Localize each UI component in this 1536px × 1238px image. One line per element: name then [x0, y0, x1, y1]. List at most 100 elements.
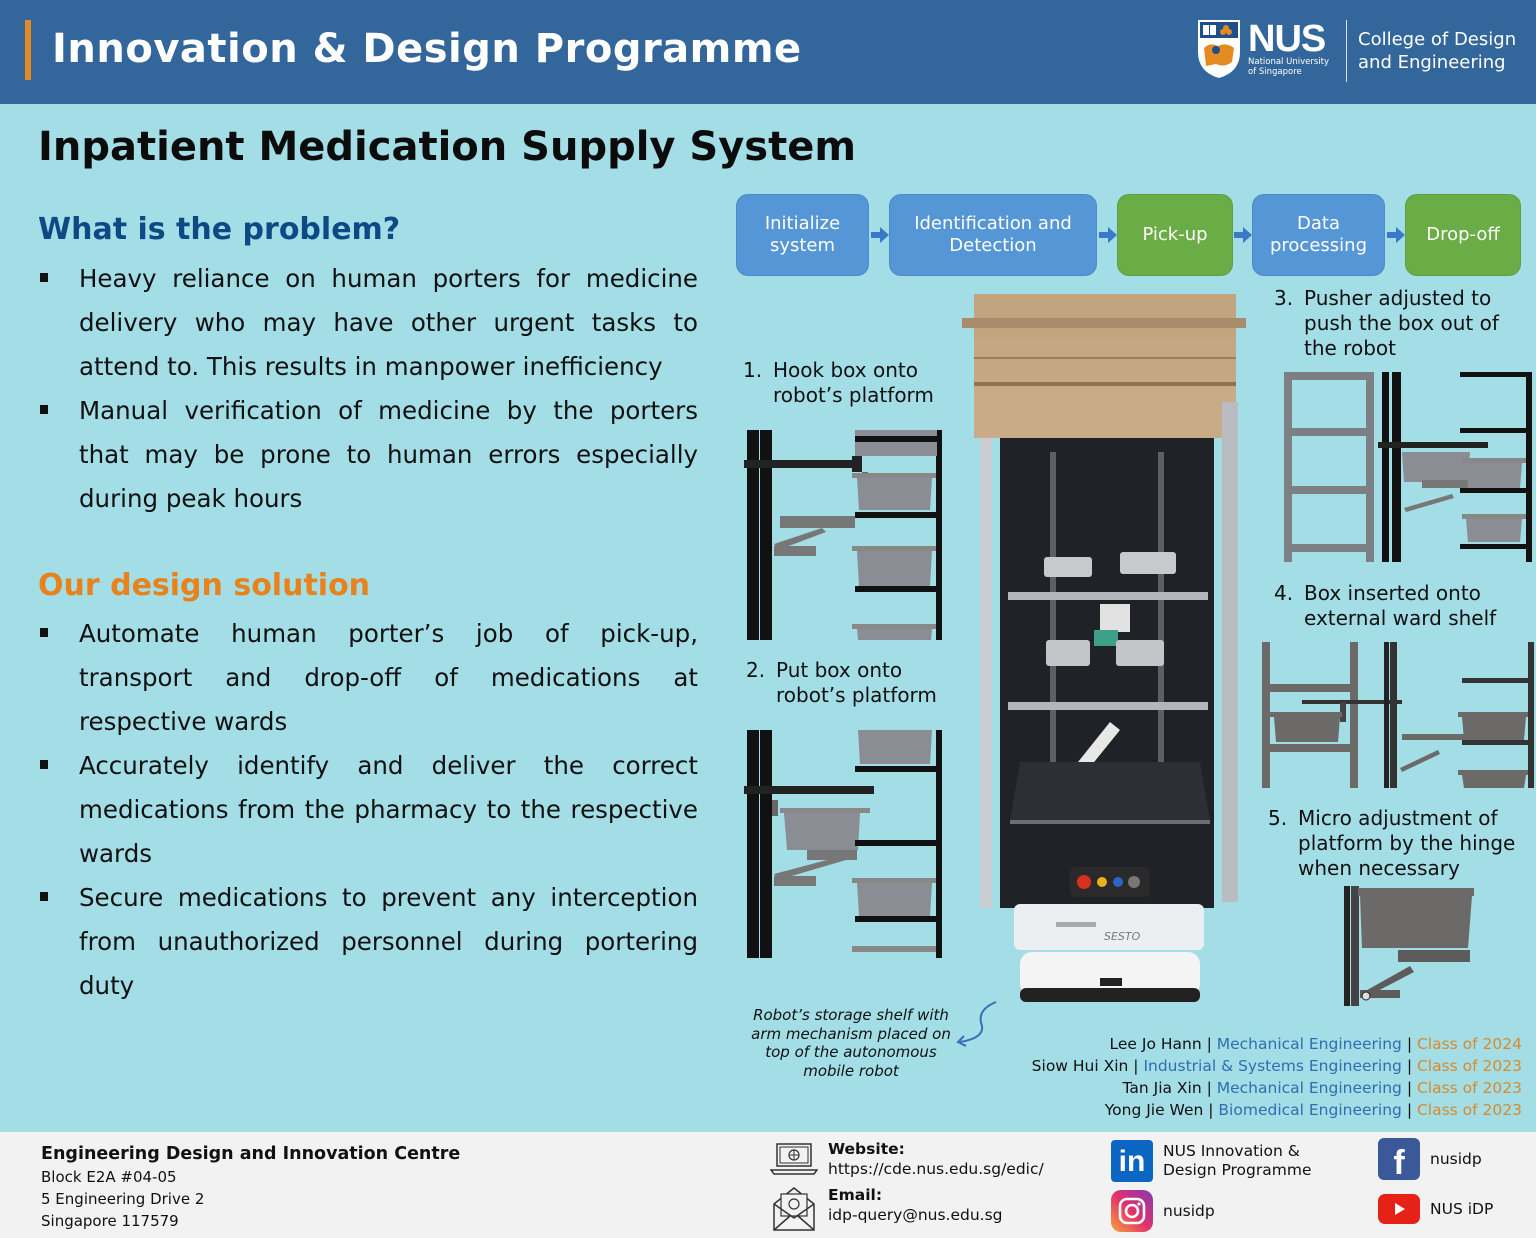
- step-5-caption: 5. Micro adjustment of platform by the hi…: [1268, 806, 1515, 881]
- facebook-link[interactable]: f nusidp: [1378, 1138, 1482, 1180]
- nus-abbr: NUS: [1248, 18, 1326, 60]
- step-text: when necessary: [1298, 856, 1460, 880]
- problem-heading: What is the problem?: [38, 212, 401, 247]
- step-text: robot’s platform: [776, 683, 937, 707]
- solution-bullet: Secure medications to prevent any interc…: [38, 876, 698, 1008]
- robot-caption: Robot’s storage shelf with arm mechanism…: [751, 1006, 951, 1080]
- youtube-icon: [1378, 1194, 1420, 1224]
- team-member: Yong Jie Wen | Biomedical Engineering | …: [1104, 1101, 1522, 1119]
- linkedin-link[interactable]: in NUS Innovation & Design Programme: [1111, 1140, 1311, 1182]
- step-1-caption: 1.Hook box onto robot’s platform: [743, 358, 934, 408]
- member-major: Mechanical Engineering: [1216, 1079, 1402, 1097]
- college-line-2: and Engineering: [1358, 52, 1506, 73]
- arrow-right-icon: [1099, 227, 1117, 243]
- flow-step-dropoff: Drop-off: [1405, 194, 1521, 276]
- step-text: Pusher adjusted to: [1304, 286, 1492, 310]
- email-contact: Email: idp-query@nus.edu.sg: [772, 1186, 1003, 1232]
- flow-step-label: Identification and: [914, 213, 1072, 234]
- address-line: Block E2A #04-05: [41, 1168, 177, 1186]
- member-major: Industrial & Systems Engineering: [1143, 1057, 1402, 1075]
- step-2-caption: 2.Put box onto robot’s platform: [746, 658, 937, 708]
- nus-logo: NUS National University of Singapore: [1196, 18, 1329, 80]
- member-name: Siow Hui Xin: [1031, 1057, 1129, 1075]
- team-member: Lee Jo Hann | Mechanical Engineering | C…: [1109, 1035, 1522, 1053]
- solution-heading: Our design solution: [38, 568, 371, 603]
- flow-step-label: processing: [1269, 235, 1367, 256]
- step-number: 1.: [743, 358, 763, 382]
- member-major: Biomedical Engineering: [1218, 1101, 1402, 1119]
- college-line-1: College of Design: [1358, 29, 1517, 50]
- email-label: Email:: [828, 1186, 883, 1204]
- flow-step-label: Initialize: [764, 213, 841, 234]
- team-list: Lee Jo Hann | Mechanical Engineering | C…: [1032, 1033, 1522, 1121]
- team-member: Siow Hui Xin | Industrial & Systems Engi…: [1031, 1057, 1522, 1075]
- instagram-label: nusidp: [1163, 1201, 1215, 1220]
- step-text: Micro adjustment of: [1298, 806, 1498, 830]
- step-text: external ward shelf: [1304, 606, 1497, 630]
- cad-drawing-step-5: [1344, 886, 1474, 1006]
- step-number: 4.: [1274, 581, 1294, 605]
- step-text: Box inserted onto: [1304, 581, 1481, 605]
- member-class: Class of 2023: [1416, 1101, 1522, 1119]
- facebook-icon: f: [1378, 1138, 1420, 1180]
- step-text: platform by the hinge: [1298, 831, 1516, 855]
- solution-bullet: Automate human porter’s job of pick-up, …: [38, 612, 698, 744]
- flow-step-label: Detection: [949, 235, 1037, 256]
- cad-drawing-step-1: [744, 430, 942, 640]
- youtube-link[interactable]: NUS iDP: [1378, 1194, 1493, 1224]
- step-text: the robot: [1304, 336, 1396, 360]
- logo-divider: [1346, 20, 1347, 82]
- member-major: Mechanical Engineering: [1216, 1035, 1402, 1053]
- website-label: Website:: [828, 1140, 905, 1158]
- curved-arrow-icon: [956, 1001, 997, 1047]
- header-accent-bar: [25, 20, 31, 80]
- nus-full-name-2: of Singapore: [1248, 67, 1302, 77]
- arrow-right-icon: [871, 227, 889, 243]
- member-name: Yong Jie Wen: [1104, 1101, 1204, 1119]
- problem-bullet: Manual verification of medicine by the p…: [38, 389, 698, 521]
- member-class: Class of 2023: [1416, 1057, 1522, 1075]
- cad-drawing-step-4: [1262, 642, 1534, 788]
- step-number: 3.: [1274, 286, 1294, 310]
- member-name: Tan Jia Xin: [1122, 1079, 1202, 1097]
- envelope-at-icon: [773, 1187, 815, 1231]
- step-number: 5.: [1268, 806, 1288, 830]
- member-class: Class of 2023: [1416, 1079, 1522, 1097]
- arrow-right-icon: [1234, 227, 1252, 243]
- member-class: Class of 2024: [1416, 1035, 1522, 1053]
- nus-full-name-1: National University: [1248, 57, 1329, 67]
- org-name: Engineering Design and Innovation Centre: [41, 1144, 461, 1164]
- website-contact: Website: https://cde.nus.edu.sg/edic/: [770, 1140, 1044, 1179]
- facebook-label: nusidp: [1430, 1149, 1482, 1168]
- step-text: robot’s platform: [773, 383, 934, 407]
- step-3-caption: 3. Pusher adjusted to push the box out of…: [1274, 286, 1499, 361]
- solution-bullet: Accurately identify and deliver the corr…: [38, 744, 698, 876]
- nus-crest-icon: [1198, 20, 1240, 78]
- address-line: Singapore 117579: [41, 1212, 179, 1230]
- poster-title: Inpatient Medication Supply System: [38, 124, 857, 170]
- email-link[interactable]: idp-query@nus.edu.sg: [828, 1206, 1003, 1224]
- team-member: Tan Jia Xin | Mechanical Engineering | C…: [1122, 1079, 1522, 1097]
- programme-title: Innovation & Design Programme: [52, 26, 802, 72]
- robot-brand-label: SESTO: [1104, 930, 1141, 943]
- college-name: College of Design and Engineering: [1358, 28, 1516, 74]
- step-text: push the box out of: [1304, 311, 1499, 335]
- problem-bullet: Heavy reliance on human porters for medi…: [38, 257, 698, 389]
- arrow-right-icon: [1387, 227, 1405, 243]
- header-bar: Innovation & Design Programme NUS Nation…: [0, 0, 1536, 104]
- website-link[interactable]: https://cde.nus.edu.sg/edic/: [828, 1160, 1044, 1178]
- flow-step-label: Data: [1297, 213, 1340, 234]
- linkedin-label: NUS Innovation &: [1163, 1142, 1300, 1160]
- instagram-icon: [1111, 1190, 1153, 1232]
- problem-list: Heavy reliance on human porters for medi…: [38, 257, 698, 521]
- linkedin-icon: in: [1111, 1140, 1153, 1182]
- flow-step-pickup: Pick-up: [1117, 194, 1233, 276]
- robot-photo: SESTO: [962, 294, 1246, 1002]
- flow-step-label: system: [769, 235, 836, 256]
- instagram-link[interactable]: nusidp: [1111, 1190, 1215, 1232]
- step-4-caption: 4. Box inserted onto external ward shelf: [1274, 581, 1496, 631]
- cad-drawing-step-3: [1284, 372, 1532, 562]
